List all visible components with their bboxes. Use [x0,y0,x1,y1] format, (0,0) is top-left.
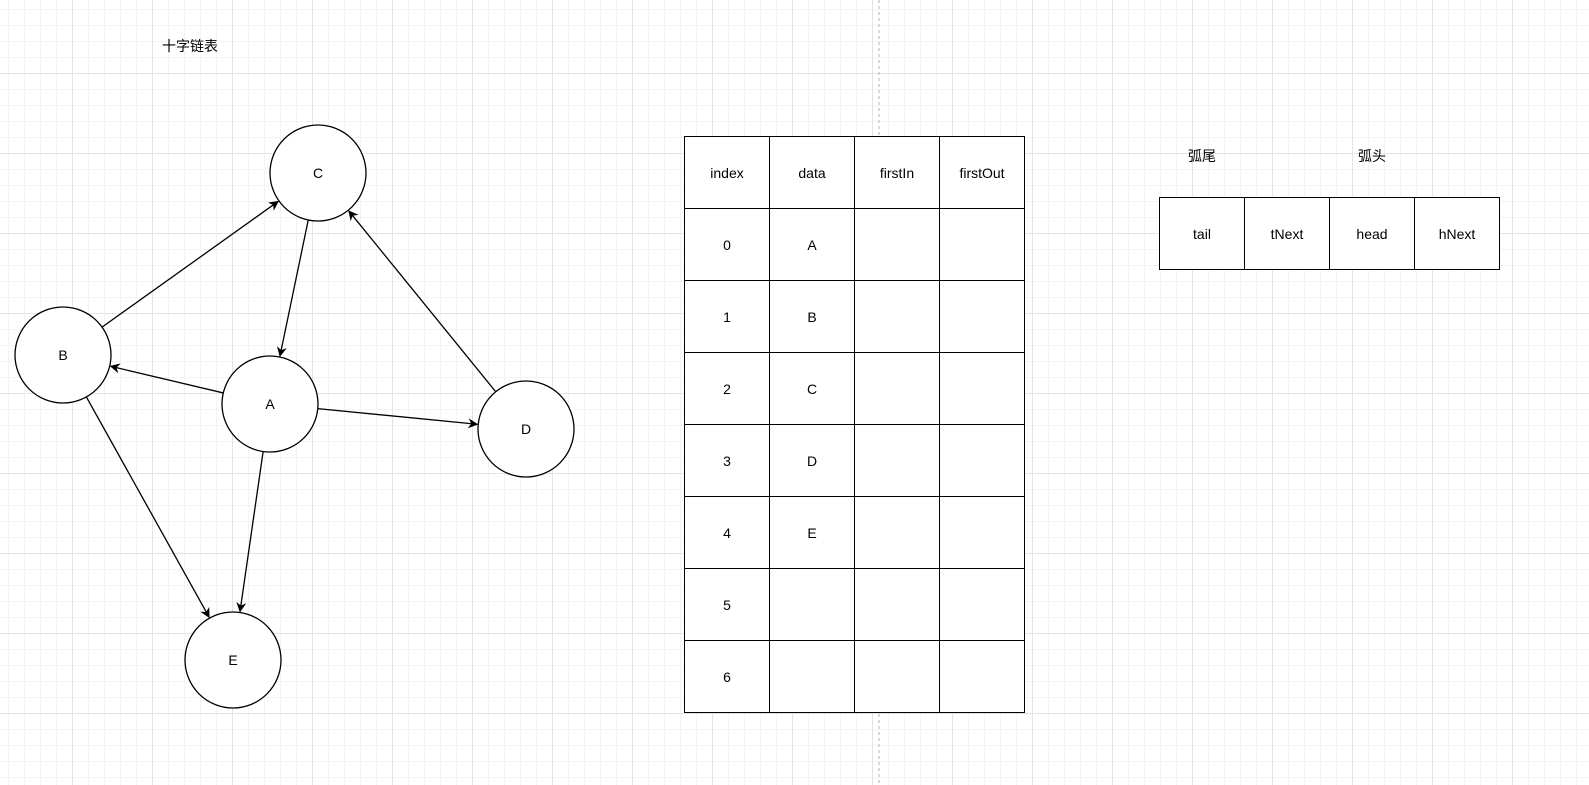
first-out-cell [939,496,1025,569]
data-cell [769,568,855,641]
index-cell: 2 [684,352,770,425]
header-cell: firstOut [939,136,1025,209]
table-row: 5 [684,568,1025,641]
edges-layer [85,200,497,619]
header-cell: index [684,136,770,209]
data-cell: A [769,208,855,281]
data-cell: B [769,280,855,353]
edge-C-A [276,219,309,358]
edge-B-C [101,200,279,328]
arc-node-row: tail tNext head hNext [1159,197,1500,270]
node-label: D [521,421,531,437]
index-cell: 5 [684,568,770,641]
header-cell: firstIn [854,136,940,209]
arc-tail-label: 弧尾 [1188,148,1216,164]
first-out-cell [939,280,1025,353]
first-in-cell [854,280,940,353]
node-label: B [58,347,67,363]
table-row: 2 C [684,352,1025,425]
table-row: 3 D [684,424,1025,497]
index-cell: 4 [684,496,770,569]
first-out-cell [939,568,1025,641]
table-row: 6 [684,640,1025,713]
table-row: 1 B [684,280,1025,353]
node-label: C [313,165,323,181]
node-C: C [269,124,367,222]
edge-A-B [109,363,224,394]
edge-D-C [348,210,497,393]
node-label: E [228,652,237,668]
node-D: D [477,380,575,478]
index-cell: 0 [684,208,770,281]
node-circle [477,380,575,478]
edge-A-E [236,451,264,613]
first-out-cell [939,424,1025,497]
node-circle [269,124,367,222]
first-out-cell [939,352,1025,425]
edge-B-E [85,396,210,619]
tnext-field: tNext [1244,197,1330,270]
index-cell: 6 [684,640,770,713]
first-in-cell [854,424,940,497]
first-in-cell [854,208,940,281]
node-B: B [14,306,112,404]
node-circle [184,611,282,709]
arc-head-label: 弧头 [1358,148,1386,164]
node-A: A [221,355,319,453]
node-E: E [184,611,282,709]
first-in-cell [854,568,940,641]
tail-field: tail [1159,197,1245,270]
first-in-cell [854,496,940,569]
data-cell [769,640,855,713]
vertex-table-header: index data firstIn firstOut [684,136,1025,209]
head-field: head [1329,197,1415,270]
table-row: 0 A [684,208,1025,281]
nodes-layer: C B A D E [14,124,575,709]
vertex-table: index data firstIn firstOut 0 A 1 B 2 C … [684,136,1025,713]
header-cell: data [769,136,855,209]
first-in-cell [854,640,940,713]
index-cell: 3 [684,424,770,497]
hnext-field: hNext [1414,197,1500,270]
table-row: 4 E [684,496,1025,569]
diagram-title: 十字链表 [162,38,218,54]
node-circle [14,306,112,404]
edge-A-D [317,408,479,429]
node-label: A [265,396,275,412]
first-out-cell [939,208,1025,281]
first-out-cell [939,640,1025,713]
data-cell: C [769,352,855,425]
arc-node-table: tail tNext head hNext [1159,197,1500,270]
index-cell: 1 [684,280,770,353]
data-cell: E [769,496,855,569]
first-in-cell [854,352,940,425]
data-cell: D [769,424,855,497]
node-circle [221,355,319,453]
